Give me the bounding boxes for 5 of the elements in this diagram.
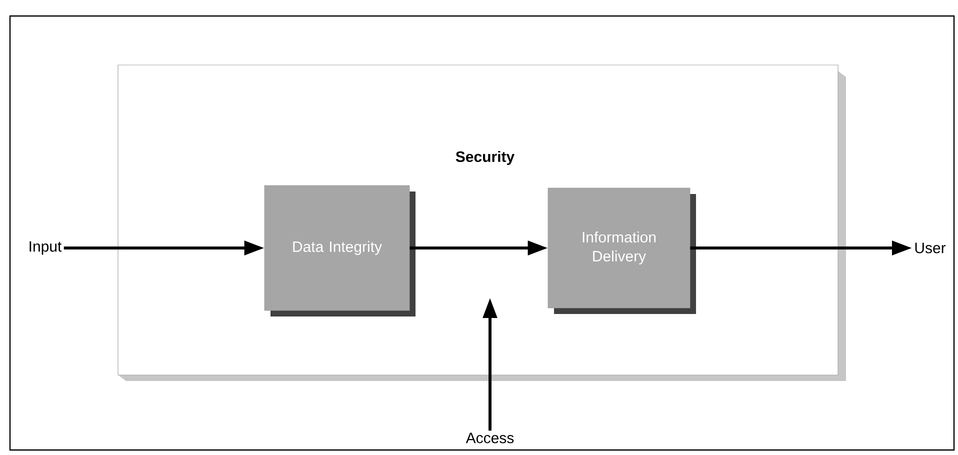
- label-text: Input: [30, 241, 62, 255]
- process-box: Information Delivery: [548, 188, 696, 314]
- label-text: User: [915, 242, 946, 254]
- label-text: Access: [466, 432, 514, 444]
- process-box: Data Integrity: [264, 185, 416, 316]
